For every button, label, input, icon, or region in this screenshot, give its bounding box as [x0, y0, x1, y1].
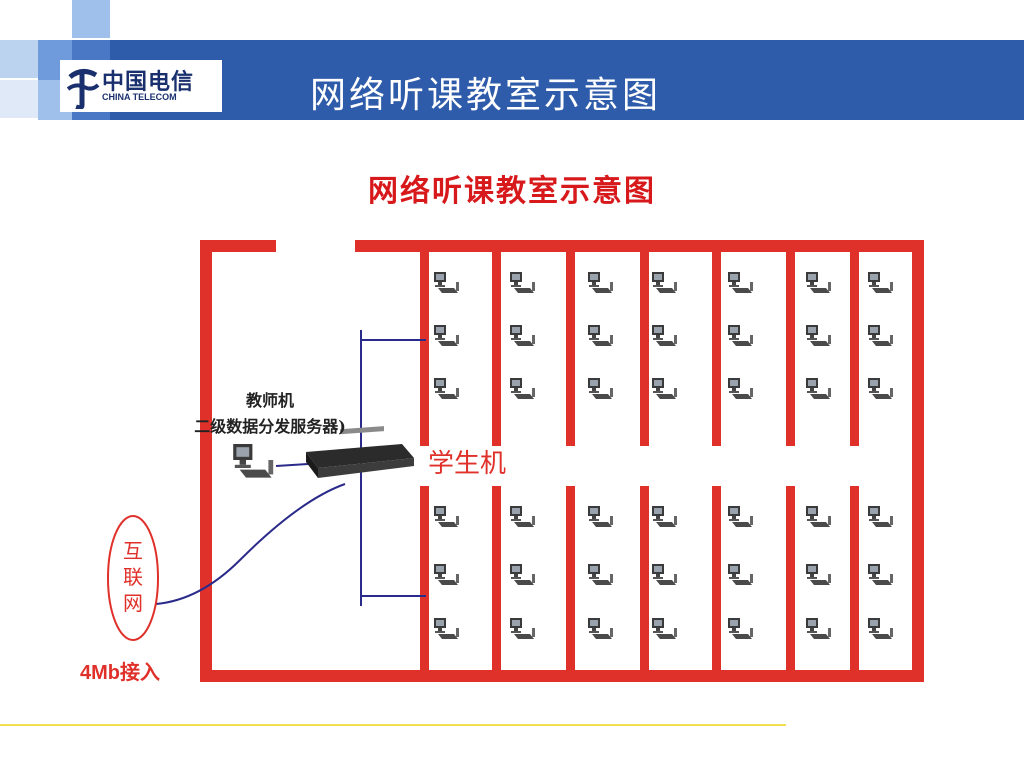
classroom-walls: [200, 240, 924, 682]
page-title: 网络听课教室示意图: [310, 75, 662, 116]
decor-square: [72, 0, 110, 38]
server-label: 二级数据分发服务器): [194, 417, 346, 436]
teacher-label: 教师机: [246, 391, 294, 410]
header-band: [110, 40, 1024, 120]
student-computers-lower: [434, 506, 893, 639]
decor-square: [0, 40, 38, 78]
aisle-dividers-lower: [420, 486, 859, 672]
student-label: 学生机: [428, 449, 506, 479]
logo-english-text: CHINA TELECOM: [102, 92, 177, 102]
china-telecom-logo: 中国电信 CHINA TELECOM: [60, 60, 222, 112]
diagram-title: 网络听课教室示意图: [368, 174, 656, 209]
student-computers-upper: [434, 272, 893, 399]
footer-divider: [0, 724, 786, 726]
aisle-dividers-upper: [420, 250, 859, 446]
logo-chinese-text: 中国电信: [102, 69, 195, 95]
internet-char-2: 联: [123, 565, 143, 589]
internet-cloud: [107, 515, 159, 641]
internet-char-1: 互: [123, 539, 143, 563]
decor-square: [0, 80, 38, 118]
bandwidth-label: 4Mb接入: [80, 661, 160, 684]
internet-char-3: 网: [123, 591, 143, 615]
telecom-emblem-icon: [66, 69, 100, 109]
teacher-computer-icon: [233, 444, 274, 478]
server-switch-icon: [306, 426, 414, 478]
